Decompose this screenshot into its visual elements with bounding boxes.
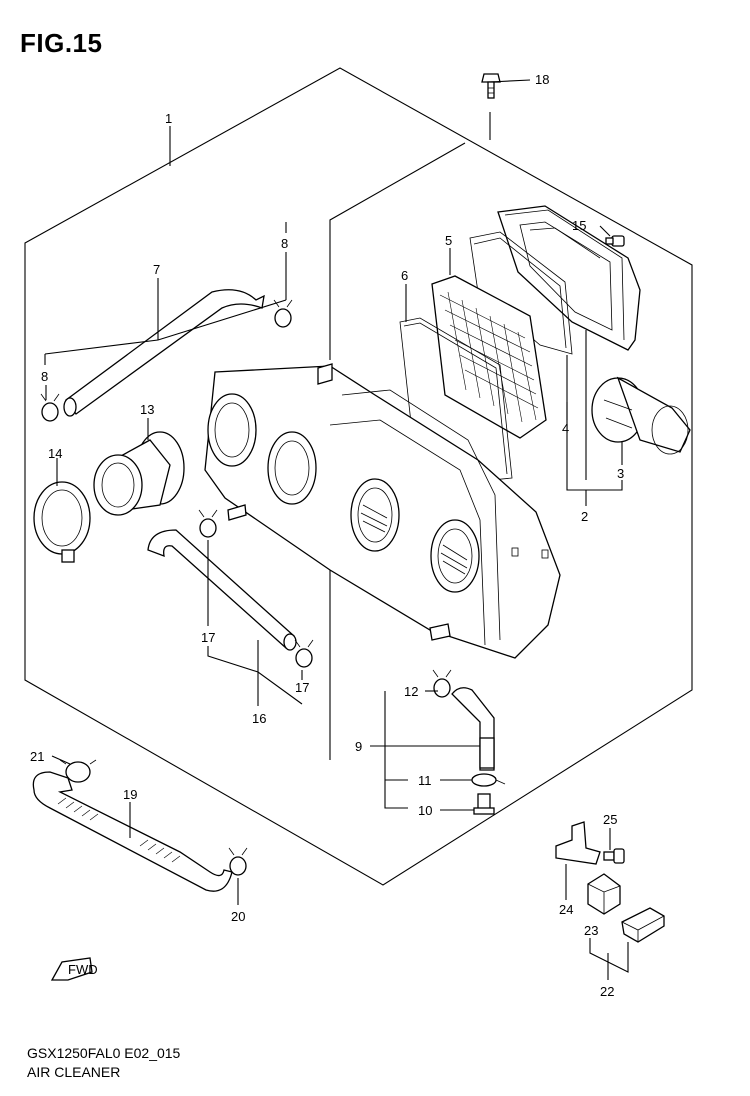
callout-1: 1 — [165, 111, 172, 126]
plug-10 — [473, 793, 495, 815]
callout-labels: 1 2 3 4 5 6 7 8 8 9 10 11 12 13 14 15 16… — [30, 72, 624, 999]
callout-9: 9 — [355, 739, 362, 754]
clip-20 — [228, 847, 248, 876]
callout-18: 18 — [535, 72, 549, 87]
clip-12 — [432, 669, 452, 698]
air-cleaner-cap — [497, 205, 641, 351]
callout-20: 20 — [231, 909, 245, 924]
callout-8b: 8 — [41, 369, 48, 384]
clamp-band-14 — [33, 481, 91, 563]
forward-arrow: FWD — [50, 957, 98, 981]
callout-4: 4 — [562, 421, 569, 436]
callout-16: 16 — [252, 711, 266, 726]
callout-24: 24 — [559, 902, 573, 917]
callout-14: 14 — [48, 446, 62, 461]
connector-22 — [621, 907, 665, 943]
hose-16 — [147, 529, 297, 651]
callout-2: 2 — [581, 509, 588, 524]
callout-13: 13 — [140, 402, 154, 417]
drain-hose-9 — [451, 687, 495, 771]
callout-7: 7 — [153, 262, 160, 277]
clip-8b — [40, 393, 60, 422]
clip-8a — [273, 299, 293, 328]
hose-19 — [32, 771, 233, 892]
connector-23 — [587, 873, 621, 915]
bracket-24 — [555, 821, 601, 865]
callout-12: 12 — [404, 684, 418, 699]
clip-17b — [294, 639, 314, 668]
clip-11 — [471, 773, 506, 787]
air-box-body — [204, 363, 561, 659]
callout-21: 21 — [30, 749, 44, 764]
screw-15 — [605, 235, 625, 247]
hose-7 — [63, 289, 265, 417]
callout-19: 19 — [123, 787, 137, 802]
callout-22: 22 — [600, 984, 614, 999]
assembly-outline — [24, 67, 693, 886]
callout-17a: 17 — [201, 630, 215, 645]
figure-code: GSX1250FAL0 E02_015 — [27, 1045, 181, 1061]
callout-8a: 8 — [281, 236, 288, 251]
bolt-18 — [481, 73, 501, 99]
filter-element-5 — [431, 275, 547, 439]
intake-funnel-13 — [93, 431, 185, 516]
callout-10: 10 — [418, 803, 432, 818]
callout-11: 11 — [418, 773, 432, 788]
callout-5: 5 — [445, 233, 452, 248]
callout-17b: 17 — [295, 680, 309, 695]
bolt-25 — [603, 848, 625, 864]
intake-funnel-3 — [591, 376, 691, 455]
figure-name: AIR CLEANER — [27, 1064, 121, 1080]
callout-15: 15 — [572, 218, 586, 233]
clip-17a — [198, 509, 218, 538]
clip-21 — [59, 759, 97, 783]
callout-6: 6 — [401, 268, 408, 283]
callout-23: 23 — [584, 923, 598, 938]
figure-title: FIG.15 — [20, 28, 103, 58]
callout-25: 25 — [603, 812, 617, 827]
fwd-label: FWD — [68, 962, 98, 977]
leader-lines — [44, 79, 629, 980]
callout-3: 3 — [617, 466, 624, 481]
